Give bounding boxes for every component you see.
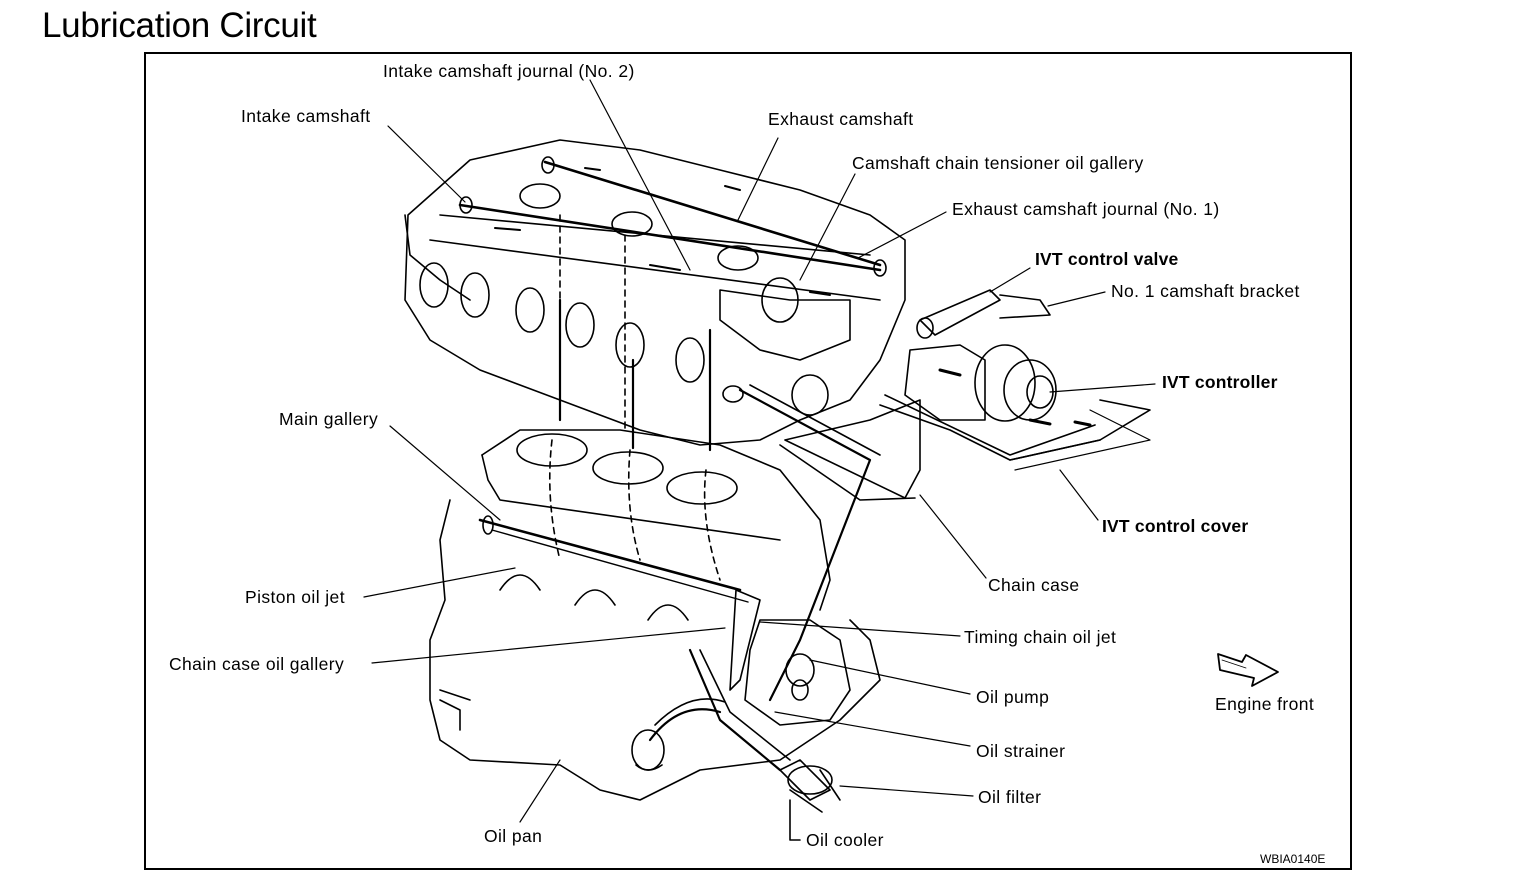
page-title: Lubrication Circuit [42,6,317,45]
cylinder-block-drawing [429,429,881,801]
label-oil-strainer: Oil strainer [976,741,1066,761]
label-ivt-control-valve: IVT control valve [1035,249,1179,269]
label-exhaust-camshaft: Exhaust camshaft [768,109,914,129]
label-engine-front: Engine front [1215,694,1315,714]
engine-front-arrow-icon [1217,653,1279,687]
label-main-gallery: Main gallery [279,409,379,429]
oil-pump-filter-drawing [744,619,851,841]
label-piston-oil-jet: Piston oil jet [245,587,345,607]
label-oil-pump: Oil pump [976,687,1050,707]
label-timing-chain-oil-jet: Timing chain oil jet [964,627,1117,647]
label-camshaft-chain-tensioner-oil-gallery: Camshaft chain tensioner oil gallery [852,153,1144,173]
label-oil-filter: Oil filter [978,787,1042,807]
diagram-frame [144,52,1352,870]
label-ivt-controller: IVT controller [1162,372,1278,392]
leader-lines [363,79,1156,823]
figure-code: WBIA0140E [1260,852,1326,866]
label-exhaust-camshaft-journal-no1: Exhaust camshaft journal (No. 1) [952,199,1220,219]
label-oil-cooler: Oil cooler [806,830,884,850]
label-no1-camshaft-bracket: No. 1 camshaft bracket [1111,281,1300,301]
label-intake-camshaft: Intake camshaft [241,106,371,126]
label-ivt-control-cover: IVT control cover [1102,516,1249,536]
label-oil-pan: Oil pan [484,826,543,846]
cylinder-head-drawing [404,139,906,446]
chain-case-drawing [779,289,1151,501]
label-chain-case: Chain case [988,575,1080,595]
label-intake-camshaft-journal-no2: Intake camshaft journal (No. 2) [383,61,635,81]
oil-passages-drawing [548,214,881,772]
label-chain-case-oil-gallery: Chain case oil gallery [169,654,345,674]
